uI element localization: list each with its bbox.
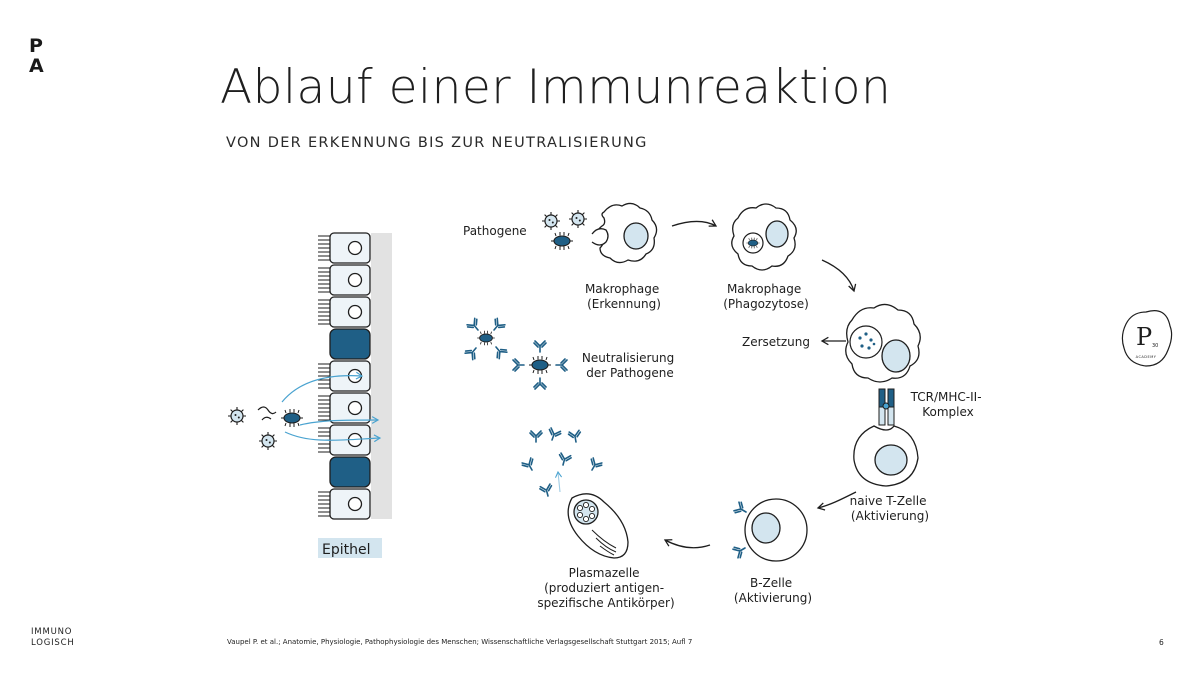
arrow-b-to-plasma [663, 539, 711, 549]
arrow-t-to-b [816, 491, 857, 511]
neutralisierung-label: Neutralisierung der Pathogene [582, 351, 678, 380]
b-cell [731, 498, 808, 562]
arrow-erkennung-to-phagozytose [671, 219, 718, 227]
wordmark-line1: IMMUNO [31, 627, 73, 637]
plasmazelle-label: Plasmazelle (produziert antigen- spezifi… [537, 566, 674, 610]
neutralization-illustration [463, 316, 568, 390]
academy-badge: P 30 ACADEMY [1121, 310, 1173, 367]
macrophage-recognition [591, 202, 658, 264]
b-zelle-label: B-Zelle (Aktivierung) [734, 576, 812, 605]
citation: Vaupel P. et al.; Anatomie, Physiologie,… [227, 638, 693, 646]
epithel-label-box [318, 538, 382, 558]
makrophage-erkennung-label: Makrophage (Erkennung) [585, 282, 663, 311]
arrow-antibody-release [554, 470, 563, 493]
page-number: 6 [1159, 638, 1164, 647]
makrophage-phagozytose-label: Makrophage (Phagozytose) [723, 282, 809, 311]
free-antibodies [520, 426, 604, 499]
pa-logo: P A [29, 37, 44, 77]
pathogene-label: Pathogene [463, 224, 527, 238]
zersetzung-label: Zersetzung [742, 335, 810, 349]
wordmark-line2: LOGISCH [31, 638, 75, 648]
epithel-basal-membrane [371, 233, 392, 519]
epithel-microvilli [318, 235, 330, 517]
arrow-phagozytose-to-zersetzung [821, 259, 857, 293]
invasion-arrows [281, 371, 382, 443]
page-title: Ablauf einer Immunreaktion [220, 60, 892, 115]
epithel-label: Epithel [322, 542, 371, 558]
t-cell [853, 425, 919, 487]
epithelium-illustration: Epithel [227, 232, 392, 558]
epithel-cells [329, 232, 371, 520]
badge-letter: P [1136, 323, 1152, 351]
plasma-cell [567, 493, 629, 559]
immunologisch-wordmark: IMMUNO LOGISCH [31, 627, 75, 649]
macrophage-phagocytosis [731, 203, 797, 271]
tcr-mhc-label: TCR/MHC-II- Komplex [910, 390, 986, 419]
t-zelle-label: naive T-Zelle (Aktivierung) [850, 494, 931, 523]
page-subtitle: VON DER ERKENNUNG BIS ZUR NEUTRALISIERUN… [226, 135, 648, 151]
logo-letter-p: P [29, 35, 43, 57]
badge-ring-text: ACADEMY [1136, 355, 1157, 359]
macrophage-digestion [845, 303, 921, 383]
tcr-mhc-complex [878, 388, 895, 426]
badge-number: 30 [1152, 343, 1158, 349]
logo-letter-a: A [29, 55, 44, 77]
